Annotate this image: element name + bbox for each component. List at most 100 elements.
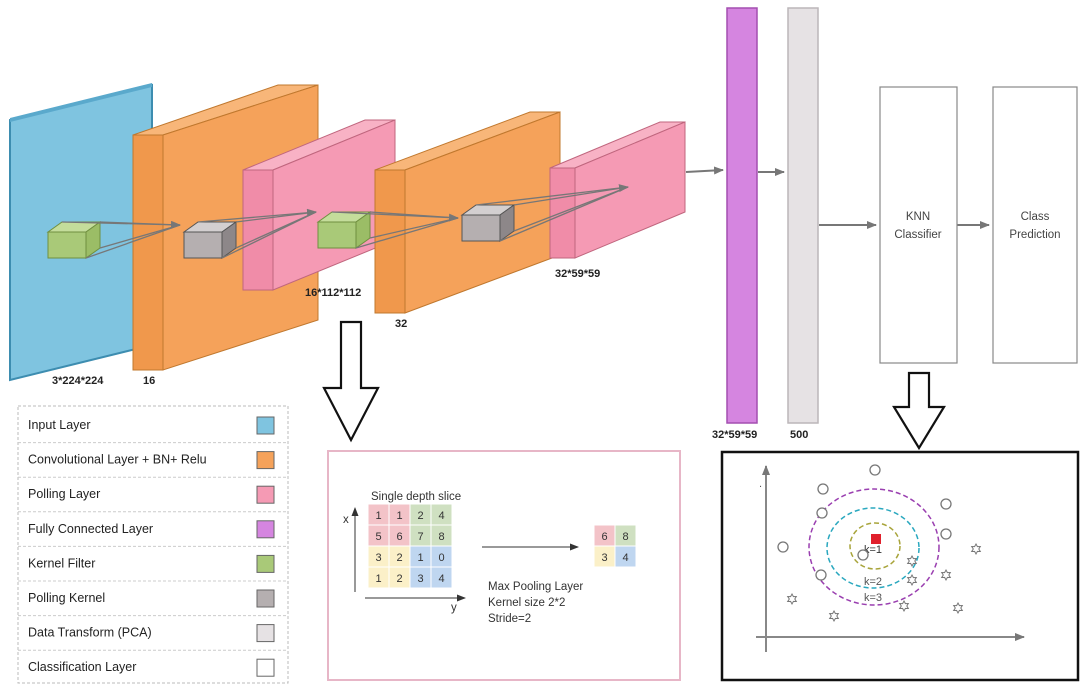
class-box-line1: Class (1021, 211, 1050, 223)
pool-grid-value: 2 (396, 573, 402, 585)
legend-swatch (256, 520, 275, 539)
legend-swatch (256, 658, 275, 677)
pool-grid-value: 4 (438, 510, 444, 522)
knn-k2-label: k=2 (864, 576, 882, 588)
down-arrow-to-knn-detail (892, 371, 946, 451)
legend-swatch (256, 589, 275, 608)
pool-caption-2: Kernel size 2*2 (488, 597, 565, 609)
knn-detail: . k=1 k=2 k=3 (720, 450, 1080, 682)
knn-class-a-point (940, 528, 952, 540)
pool-grid-value: 2 (417, 510, 423, 522)
kernel-filter-2 (316, 211, 372, 249)
knn-class-a-point (857, 549, 869, 561)
conv1-dim-label: 16 (143, 375, 155, 387)
knn-box-line1: KNN (906, 211, 930, 223)
class-box-line2: Prediction (1009, 229, 1060, 241)
pool-result-value: 4 (622, 552, 628, 564)
legend-row: Convolutional Layer + BN+ Relu (18, 442, 288, 470)
pool-grid-value: 5 (375, 531, 381, 543)
max-pooling-detail: Single depth slice x y Max Pooling Layer… (327, 450, 681, 681)
knn-class-b-point (952, 601, 964, 615)
knn-class-b-point (898, 599, 910, 613)
pool-grid-value: 2 (396, 552, 402, 564)
knn-k2-circle (826, 507, 920, 589)
knn-class-b-point (906, 554, 918, 568)
knn-classifier-box: KNN Classifier (879, 86, 958, 364)
pool-grid-value: 1 (375, 510, 381, 522)
knn-k1-label: k=1 (864, 544, 882, 556)
legend-swatch (256, 485, 275, 504)
knn-class-b-point (970, 542, 982, 556)
legend-row: Fully Connected Layer (18, 511, 288, 539)
single-depth-slice-title: Single depth slice (371, 491, 461, 503)
pool-grid-value: 0 (438, 552, 444, 564)
pool-axis-x-label: x (343, 514, 349, 526)
knn-class-a-point (940, 498, 952, 510)
legend-label: Polling Layer (28, 487, 100, 501)
fully-connected-layer-bar (726, 7, 758, 424)
input-dim-label: 3*224*224 (52, 375, 104, 387)
down-arrow-to-pooling-detail (322, 320, 380, 443)
pool-grid-value: 7 (417, 531, 423, 543)
pool-caption-1: Max Pooling Layer (488, 581, 583, 593)
flow-arrows (685, 166, 990, 229)
pooling-layer-2-block (549, 121, 686, 259)
legend-row: Polling Kernel (18, 580, 288, 608)
projection-lines (61, 184, 629, 259)
pca-transform-bar (787, 7, 819, 424)
legend-label: Convolutional Layer + BN+ Relu (28, 453, 207, 467)
legend-swatch (256, 416, 275, 435)
knn-class-a-point (815, 569, 827, 581)
knn-class-b-point (906, 573, 918, 587)
pool-grid-value: 6 (396, 531, 402, 543)
kernel-filter-1 (46, 221, 102, 259)
knn-box-line2: Classifier (894, 229, 941, 241)
legend-swatch (256, 624, 275, 643)
fc-dim-label: 32*59*59 (712, 429, 757, 441)
pca-dim-label: 500 (790, 429, 808, 441)
legend-swatch (256, 451, 275, 470)
conv2-dim-label: 32 (395, 318, 407, 330)
pool2-dim-label: 32*59*59 (555, 268, 600, 280)
knn-k3-circle (808, 488, 940, 606)
pooling-kernel-2 (460, 204, 516, 242)
legend-label: Polling Kernel (28, 591, 105, 605)
legend-row: Classification Layer (18, 649, 288, 677)
pool1-dim-label: 16*112*112 (305, 287, 361, 299)
pool-grid-value: 8 (438, 531, 444, 543)
knn-query-point (871, 534, 881, 544)
pool-result-value: 8 (622, 531, 628, 543)
pool-grid-value: 3 (417, 573, 423, 585)
knn-class-b-point (828, 609, 840, 623)
legend-label: Kernel Filter (28, 556, 95, 570)
pooling-kernel-1 (182, 221, 238, 259)
knn-class-a-point (869, 464, 881, 476)
pool-grid-value: 1 (417, 552, 423, 564)
pool-grid-value: 1 (396, 510, 402, 522)
pool-result-value: 3 (601, 552, 607, 564)
pool-caption-3: Stride=2 (488, 613, 531, 625)
knn-k1-circle (849, 522, 901, 570)
legend-label: Data Transform (PCA) (28, 626, 152, 640)
pool-grid-value: 1 (375, 573, 381, 585)
pool-grid-cell (430, 566, 453, 589)
pool-grid-value: 3 (375, 552, 381, 564)
legend-label: Fully Connected Layer (28, 522, 153, 536)
legend-label: Classification Layer (28, 660, 136, 674)
pool-grid-value: 4 (438, 573, 444, 585)
pool-result-value: 6 (601, 531, 607, 543)
knn-axis-dot: . (759, 478, 762, 490)
legend-label: Input Layer (28, 418, 91, 432)
knn-class-b-point (786, 592, 798, 606)
legend-swatch (256, 554, 275, 573)
pool-result-cell (614, 545, 637, 568)
legend-row: Polling Layer (18, 476, 288, 504)
knn-class-a-point (816, 507, 828, 519)
legend-row: Kernel Filter (18, 545, 288, 573)
class-prediction-box: Class Prediction (992, 86, 1078, 364)
knn-class-b-point (940, 568, 952, 582)
legend-row: Input Layer (28, 416, 275, 435)
pool-axis-y-label: y (451, 602, 457, 614)
knn-class-a-point (777, 541, 789, 553)
